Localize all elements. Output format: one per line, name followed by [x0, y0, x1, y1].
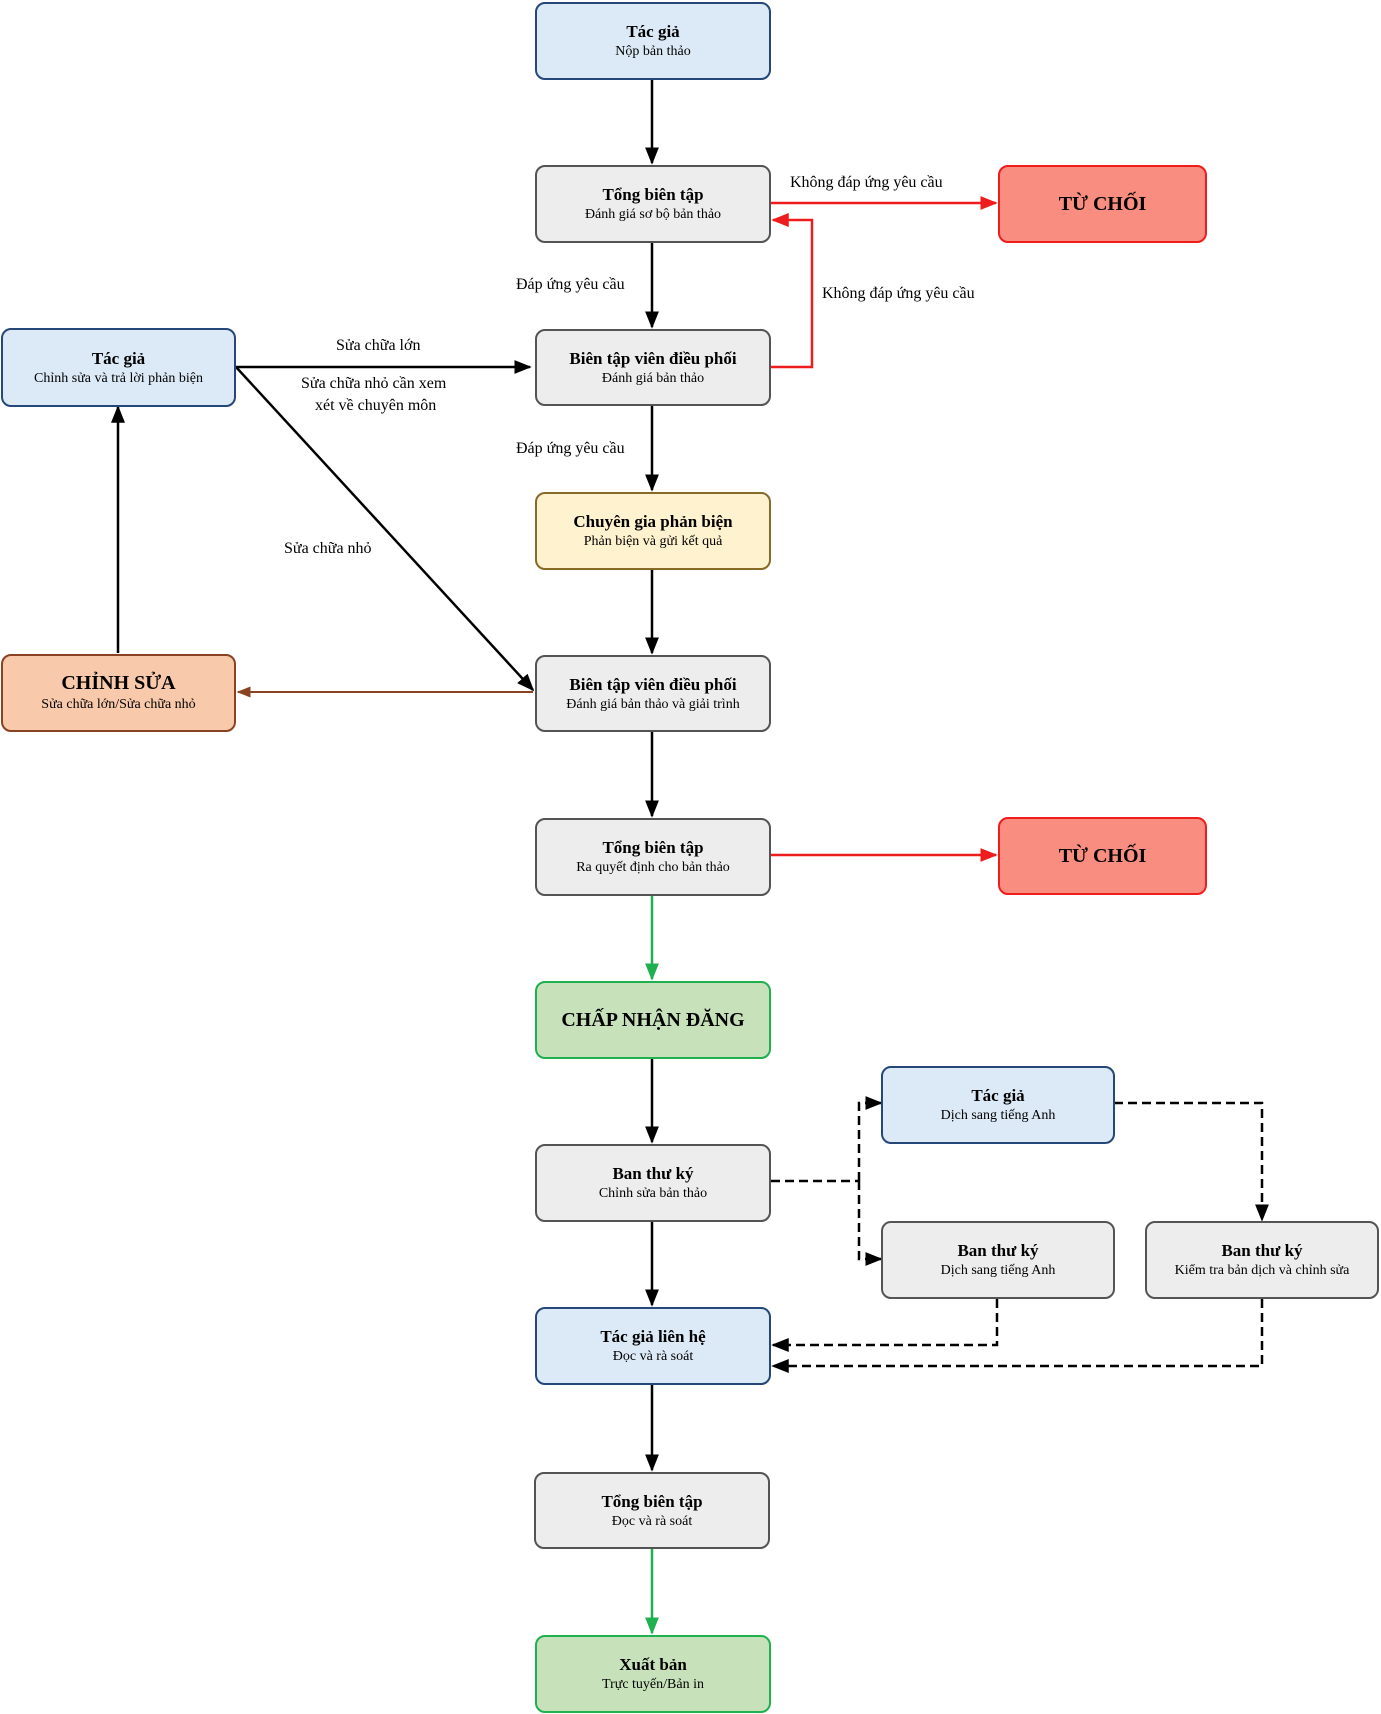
node-subtitle: Dịch sang tiếng Anh [940, 1108, 1056, 1123]
node-revision: CHỈNH SỬA Sửa chữa lớn/Sửa chữa nhỏ [1, 654, 236, 732]
node-author-submit: Tác giả Nộp bản thảo [535, 2, 771, 80]
node-title: CHẤP NHẬN ĐĂNG [561, 1008, 745, 1031]
node-subtitle: Đọc và rà soát [611, 1513, 693, 1529]
node-secretary-edit: Ban thư ký Chỉnh sửa bản thảo [535, 1144, 771, 1222]
edge-check-contact [771, 1299, 1264, 1373]
node-reject-1: TỪ CHỐI [998, 165, 1207, 243]
edge-sec-trans-contact [771, 1299, 999, 1352]
node-subtitle: Ra quyết định cho bản thảo [576, 860, 730, 875]
node-coordinator-explain: Biên tập viên điều phối Đánh giá bản thả… [535, 655, 771, 732]
node-title: Ban thư ký [957, 1241, 1039, 1260]
edge-coord1-chief1 [771, 213, 814, 369]
node-secretary-check: Ban thư ký Kiểm tra bản dịch và chỉnh sử… [1145, 1221, 1379, 1299]
label-meet-1: Đáp ứng yêu cầu [516, 276, 625, 293]
node-author-translate: Tác giả Dịch sang tiếng Anh [881, 1066, 1115, 1144]
node-subtitle: Nộp bản thảo [615, 44, 691, 59]
node-title: Tổng biên tập [601, 1491, 703, 1511]
node-reviewer: Chuyên gia phản biện Phản biện và gửi kế… [535, 492, 771, 570]
node-subtitle: Đánh giá bản thảo và giải trình [566, 696, 740, 712]
node-publish: Xuất bản Trực tuyến/Bản in [535, 1635, 771, 1713]
label-not-meet-2: Không đáp ứng yêu cầu [822, 285, 975, 302]
node-title: Ban thư ký [612, 1164, 694, 1183]
node-subtitle: Đánh giá bản thảo [601, 370, 705, 386]
node-reject-2: TỪ CHỐI [998, 817, 1207, 895]
node-title: CHỈNH SỬA [61, 672, 176, 694]
node-subtitle: Chỉnh sửa bản thảo [598, 1186, 708, 1201]
edge-branch-author-trans [857, 1096, 883, 1181]
node-subtitle: Sửa chữa lớn/Sửa chữa nhỏ [41, 697, 196, 712]
node-title: Tác giả [626, 22, 680, 41]
label-minor: Sửa chữa nhỏ [284, 540, 372, 557]
node-title: Biên tập viên điều phối [569, 348, 737, 368]
node-title: Tổng biên tập [602, 185, 704, 204]
edge-branch-sec-trans [857, 1181, 883, 1266]
node-chief-editor-decision: Tổng biên tập Ra quyết định cho bản thảo [535, 818, 771, 896]
node-subtitle: Chỉnh sửa và trả lời phản biện [34, 370, 203, 386]
node-subtitle: Trực tuyến/Bản in [602, 1677, 704, 1692]
node-title: Tác giả [91, 348, 146, 368]
label-meet-2: Đáp ứng yêu cầu [516, 440, 625, 457]
node-chief-editor-proofread: Tổng biên tập Đọc và rà soát [534, 1472, 770, 1549]
node-title: Chuyên gia phản biện [573, 512, 733, 531]
edge-author-trans-check [1114, 1101, 1269, 1222]
node-secretary-translate: Ban thư ký Dịch sang tiếng Anh [881, 1221, 1115, 1299]
label-major: Sửa chữa lớn [336, 337, 421, 354]
node-coordinator-review: Biên tập viên điều phối Đánh giá bản thả… [535, 329, 771, 406]
node-title: Tác giả liên hệ [600, 1327, 706, 1346]
node-title: TỪ CHỐI [1058, 844, 1147, 867]
node-title: Tổng biên tập [602, 838, 704, 857]
node-subtitle: Kiểm tra bản dịch và chỉnh sửa [1174, 1263, 1350, 1278]
node-subtitle: Dịch sang tiếng Anh [940, 1263, 1056, 1278]
node-subtitle: Phản biện và gửi kết quả [583, 534, 723, 549]
node-accept: CHẤP NHẬN ĐĂNG [535, 981, 771, 1059]
node-subtitle: Đánh giá sơ bộ bản thảo [584, 207, 722, 222]
node-title: Ban thư ký [1221, 1241, 1303, 1260]
node-chief-editor-preliminary: Tổng biên tập Đánh giá sơ bộ bản thảo [535, 165, 771, 243]
label-not-meet-1: Không đáp ứng yêu cầu [790, 174, 943, 191]
edge-revise-coord2-minor [235, 366, 535, 692]
label-minor-expert-1: Sửa chữa nhỏ cần xem [301, 375, 447, 392]
node-title: Tác giả [971, 1086, 1025, 1105]
label-minor-expert-2: xét về chuyên môn [315, 397, 437, 414]
node-author-revise: Tác giả Chỉnh sửa và trả lời phản biện [1, 328, 236, 407]
node-title: TỪ CHỐI [1058, 192, 1147, 215]
node-title: Xuất bản [619, 1655, 687, 1674]
node-subtitle: Đọc và rà soát [612, 1349, 694, 1364]
node-title: Biên tập viên điều phối [569, 674, 737, 694]
node-contact-author: Tác giả liên hệ Đọc và rà soát [535, 1307, 771, 1385]
